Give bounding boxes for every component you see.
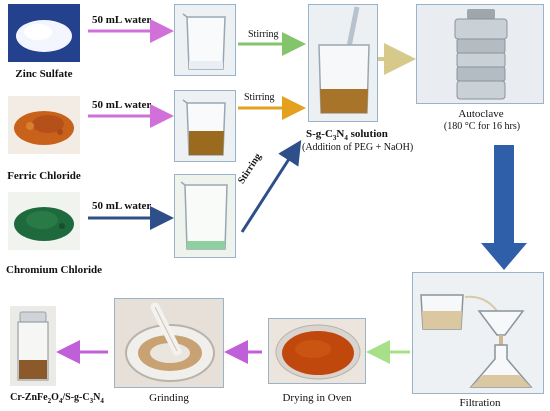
water-label-middle: 50 mL water (92, 99, 152, 111)
mortar-pestle-icon (115, 299, 223, 387)
beaker-zinc-photo (174, 4, 236, 76)
zinc-sulfate-photo (8, 4, 80, 62)
grinding-photo (114, 298, 224, 388)
chromium-powder-icon (8, 192, 80, 250)
ferric-chloride-photo (8, 96, 80, 154)
autoclave-photo (416, 4, 544, 104)
zinc-powder-icon (8, 4, 80, 62)
zinc-sulfate-label: Zinc Sulfate (15, 68, 73, 80)
product-label: Cr-ZnFe2O4/S-g-C3N4 (10, 392, 104, 405)
chromium-chloride-photo (8, 192, 80, 250)
drying-photo (268, 318, 366, 384)
beaker-icon (180, 181, 228, 250)
solution-beaker-photo (308, 4, 378, 122)
filtration-icon (420, 294, 533, 388)
solution-note: (Addition of PEG + NaOH) (302, 142, 414, 153)
petri-dish-icon (269, 319, 365, 383)
solution-title: S-g-C3N4 solution (306, 128, 388, 143)
filtration-photo (412, 272, 544, 394)
stirring-label-middle: Stirring (244, 92, 275, 103)
autoclave-icon (454, 9, 508, 100)
product-vial-photo (10, 306, 56, 386)
grinding-label: Grinding (149, 392, 189, 404)
beaker-ferric-photo (174, 90, 236, 162)
arrow-autoclave-down-shaft (494, 145, 514, 245)
solution-beaker-icon (318, 6, 370, 114)
water-label-top: 50 mL water (92, 14, 152, 26)
water-label-bottom: 50 mL water (92, 200, 152, 212)
arrow-stir-bottom (240, 139, 302, 233)
autoclave-condition: (180 °C for 16 hrs) (443, 121, 521, 132)
arrow-autoclave-down-head (481, 243, 527, 270)
ferric-powder-icon (8, 96, 80, 154)
drying-label: Drying in Oven (282, 392, 352, 404)
ferric-chloride-label: Ferric Chloride (7, 170, 81, 182)
filtration-label: Filtration (459, 397, 501, 409)
beaker-icon (182, 13, 226, 70)
autoclave-title: Autoclave (458, 108, 504, 120)
beaker-icon (182, 99, 226, 156)
stirring-label-top: Stirring (248, 29, 279, 40)
chromium-chloride-label: Chromium Chloride (6, 264, 103, 276)
vial-icon (10, 306, 56, 386)
beaker-chromium-photo (174, 174, 236, 258)
